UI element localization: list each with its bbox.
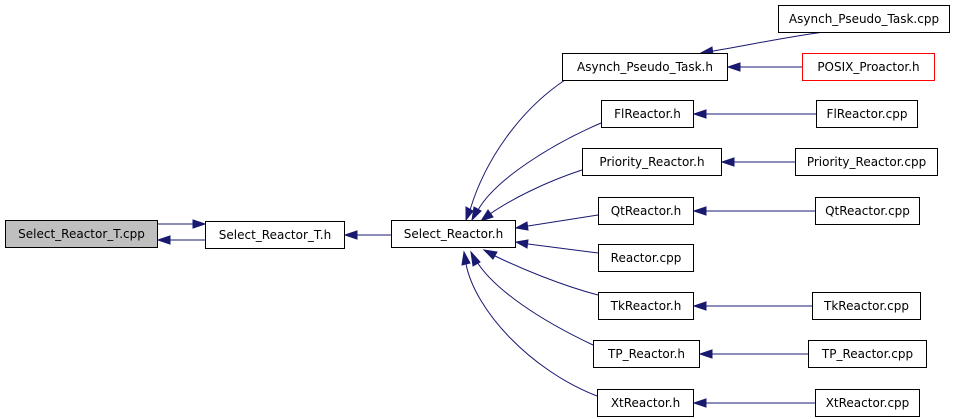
node-label: XtReactor.h bbox=[610, 396, 681, 410]
node-label: FlReactor.h bbox=[614, 107, 681, 121]
node-select-reactor-t-h[interactable]: Select_Reactor_T.h bbox=[205, 221, 345, 249]
node-asynch-pseudo-task-h[interactable]: Asynch_Pseudo_Task.h bbox=[562, 53, 728, 81]
node-tkreactor-h[interactable]: TkReactor.h bbox=[598, 292, 694, 320]
node-label: Asynch_Pseudo_Task.h bbox=[577, 60, 713, 74]
node-qtreactor-cpp[interactable]: QtReactor.cpp bbox=[815, 197, 920, 225]
node-tp-reactor-cpp[interactable]: TP_Reactor.cpp bbox=[808, 340, 927, 368]
node-label: Select_Reactor.h bbox=[403, 227, 504, 241]
node-select-reactor-t-cpp: Select_Reactor_T.cpp bbox=[5, 220, 158, 248]
node-select-reactor-h[interactable]: Select_Reactor.h bbox=[391, 220, 516, 248]
node-flreactor-cpp[interactable]: FlReactor.cpp bbox=[816, 100, 918, 128]
node-qtreactor-h[interactable]: QtReactor.h bbox=[598, 197, 694, 225]
node-label: QtReactor.h bbox=[610, 204, 682, 218]
node-label: Priority_Reactor.cpp bbox=[806, 155, 927, 169]
edge-select-reactor-t-h-to-select-reactor-h bbox=[343, 230, 391, 240]
node-priority-reactor-h[interactable]: Priority_Reactor.h bbox=[582, 148, 722, 176]
edge-tkreactor-h-to-select-reactor-h bbox=[482, 249, 599, 296]
edge-tp-reactor-cpp-to-tp-reactor-h bbox=[698, 349, 808, 359]
edge-asynch-pseudo-task-cpp-to-asynch-pseudo-task-h bbox=[699, 31, 825, 56]
edge-flreactor-h-to-select-reactor-h bbox=[471, 122, 602, 222]
node-label: Select_Reactor_T.h bbox=[218, 228, 332, 242]
node-label: QtReactor.cpp bbox=[825, 204, 910, 218]
node-label: XtReactor.cpp bbox=[825, 396, 910, 410]
edge-priority-reactor-cpp-to-priority-reactor-h bbox=[720, 157, 795, 167]
node-flreactor-h[interactable]: FlReactor.h bbox=[601, 100, 694, 128]
node-label: TkReactor.cpp bbox=[824, 299, 909, 313]
node-label: TkReactor.h bbox=[610, 299, 682, 313]
node-posix-proactor-h[interactable]: POSIX_Proactor.h bbox=[802, 53, 935, 81]
node-label: Priority_Reactor.h bbox=[599, 155, 705, 169]
edge-qtreactor-h-to-select-reactor-h bbox=[514, 214, 599, 231]
edge-asynch-pseudo-task-h-to-select-reactor-h bbox=[465, 79, 566, 222]
node-label: Select_Reactor_T.cpp bbox=[18, 227, 145, 241]
node-asynch-pseudo-task-cpp[interactable]: Asynch_Pseudo_Task.cpp bbox=[778, 5, 950, 33]
node-reactor-cpp[interactable]: Reactor.cpp bbox=[598, 244, 694, 272]
node-xtreactor-h[interactable]: XtReactor.h bbox=[597, 389, 694, 417]
edge-qtreactor-cpp-to-qtreactor-h bbox=[692, 206, 815, 216]
edge-tp-reactor-h-to-select-reactor-h bbox=[470, 250, 594, 346]
edge-priority-reactor-h-to-select-reactor-h bbox=[479, 169, 583, 222]
node-label: TP_Reactor.h bbox=[608, 347, 685, 361]
edge-select-reactor-t-cpp-to-select-reactor-t-h bbox=[158, 219, 207, 229]
node-label: Reactor.cpp bbox=[610, 251, 682, 265]
node-label: POSIX_Proactor.h bbox=[817, 60, 920, 74]
edge-xtreactor-cpp-to-xtreactor-h bbox=[692, 398, 815, 408]
edge-reactor-cpp-to-select-reactor-h bbox=[514, 239, 599, 254]
edge-posix-proactor-h-to-asynch-pseudo-task-h bbox=[726, 62, 802, 72]
edge-tkreactor-cpp-to-tkreactor-h bbox=[692, 301, 812, 311]
node-label: Asynch_Pseudo_Task.cpp bbox=[788, 12, 940, 26]
node-label: TP_Reactor.cpp bbox=[821, 347, 914, 361]
node-tkreactor-cpp[interactable]: TkReactor.cpp bbox=[812, 292, 921, 320]
edge-flreactor-cpp-to-flreactor-h bbox=[692, 109, 816, 119]
edge-xtreactor-h-to-select-reactor-h bbox=[461, 250, 598, 397]
node-xtreactor-cpp[interactable]: XtReactor.cpp bbox=[815, 389, 920, 417]
node-priority-reactor-cpp[interactable]: Priority_Reactor.cpp bbox=[795, 148, 938, 176]
node-tp-reactor-h[interactable]: TP_Reactor.h bbox=[593, 340, 700, 368]
edge-select-reactor-t-h-to-select-reactor-t-cpp bbox=[156, 235, 205, 245]
node-label: FlReactor.cpp bbox=[826, 107, 908, 121]
